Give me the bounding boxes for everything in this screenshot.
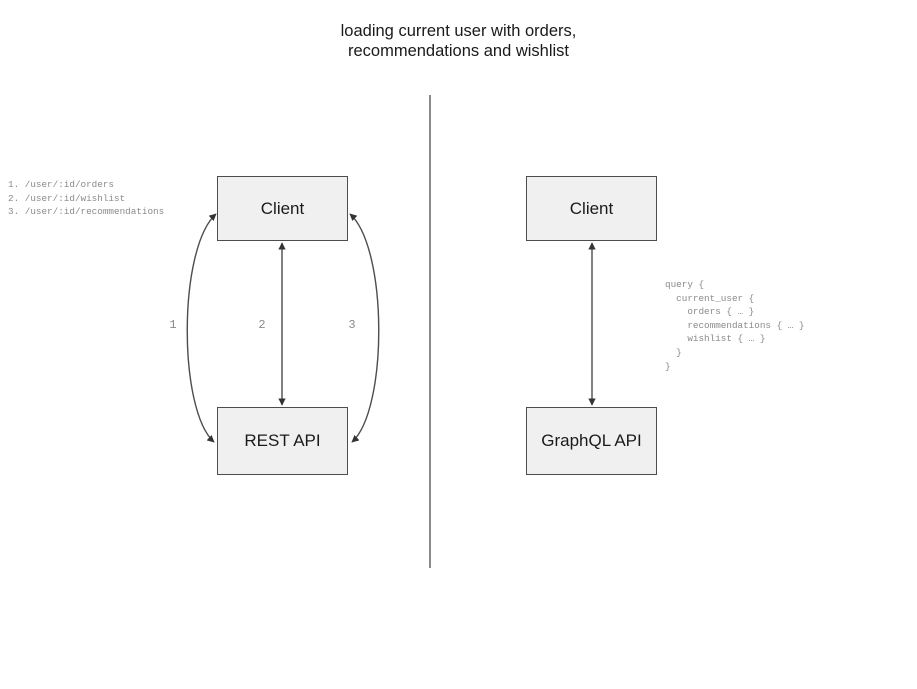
node-client-graphql[interactable]: Client	[526, 176, 657, 241]
graphql-query-block: query { current_user { orders { … } reco…	[665, 279, 805, 372]
node-client-rest[interactable]: Client	[217, 176, 348, 241]
diagram-title: loading current user with orders, recomm…	[340, 22, 577, 60]
edge-rest-3	[349, 213, 380, 443]
node-graphql-api[interactable]: GraphQL API	[526, 407, 657, 475]
edge-label-2: 2	[258, 318, 266, 332]
edge-label-1: 1	[169, 318, 177, 332]
edge-rest-1	[186, 213, 217, 443]
node-rest-api[interactable]: REST API	[217, 407, 348, 475]
rest-endpoint-list: 1. /user/:id/orders 2. /user/:id/wishlis…	[8, 179, 165, 218]
edge-label-3: 3	[348, 318, 356, 332]
